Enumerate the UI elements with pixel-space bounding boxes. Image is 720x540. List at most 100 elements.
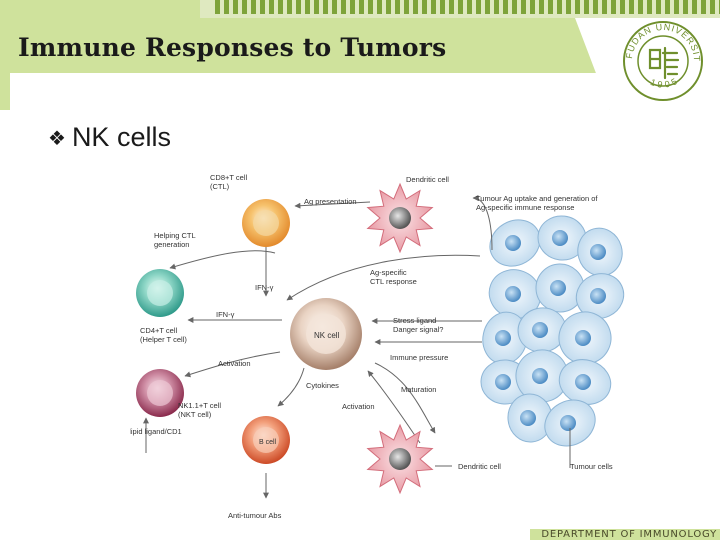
diagram-label-line: Glycolipid ligand/CD1 [130,427,182,436]
header-stripe [440,0,445,14]
header-stripe [611,0,616,14]
label-cd8-t-cell: CD8+T cell(CTL) [210,173,248,191]
diagram-label-line: (Helper T cell) [140,335,187,344]
label-ifn-top: IFN-γ [255,283,274,292]
label-activation-left: Activation [218,359,251,368]
svg-text:FUDAN UNIVERSITY: FUDAN UNIVERSITY [622,20,702,63]
header-stripe [314,0,319,14]
dendritic-cell-top [366,182,434,254]
label-ag-presentation: Ag presentation [304,197,357,206]
label-b-cell: B cell [259,439,277,446]
label-nkt-cell: NK1.1+T cell(NKT cell) [178,401,221,419]
footer-department: DEPARTMENT OF IMMUNOLOGY [541,529,717,540]
tumour-cell [544,399,596,447]
diagram-label-line: Danger signal? [393,325,443,334]
header-stripe [377,0,382,14]
label-tumour-cells: Tumour cells [570,462,613,471]
tumour-cell [535,263,585,313]
header-stripe [548,0,553,14]
header-stripe [458,0,463,14]
diagram-label-line: Ag-specific [370,268,407,277]
header-stripe [449,0,454,14]
tumour-cell [558,359,612,405]
header-stripe [368,0,373,14]
label-immune-pressure: Immune pressure [390,353,448,362]
tumour-cell [517,307,567,353]
slide-title: Immune Responses to Tumors [18,33,447,62]
header-stripe [647,0,652,14]
header-stripe [305,0,310,14]
bullet-item: ❖ NK cells [48,122,171,153]
header-stripe [296,0,301,14]
header-stripe [422,0,427,14]
label-anti-tumour-abs: Anti-tumour Abs [228,511,282,520]
header-stripe [710,0,715,14]
header-stripe [575,0,580,14]
diagram-label-line: generation [154,240,189,249]
bullet-text: NK cells [71,122,171,152]
header-stripe [431,0,436,14]
logo-university-text: FUDAN UNIVERSITY [622,20,701,63]
cd8-t-cell [242,199,290,247]
header-stripe [602,0,607,14]
header-stripe [260,0,265,14]
diagram-label-line: (NKT cell) [178,410,212,419]
diagram-label-line: Ag-specific immune response [476,203,574,212]
nkt-cell [136,369,184,417]
header-stripe [638,0,643,14]
header-stripe [332,0,337,14]
header-stripe [656,0,661,14]
label-ifn-mid: IFN-γ [216,310,235,319]
header-stripe [683,0,688,14]
header-stripe [557,0,562,14]
diagram-label-line: (CTL) [210,182,230,191]
b-cell [242,416,290,464]
header-stripe [566,0,571,14]
diagram-label-line: NK1.1+T cell [178,401,221,410]
header-stripe [404,0,409,14]
tumour-cell [488,269,542,319]
header-stripe [494,0,499,14]
tumour-cell [575,273,625,319]
header-stripe [701,0,706,14]
logo-year-text: 1905 [649,75,678,90]
nk-cell-diagram: CD8+T cell(CTL) Dendritic cell Tumour Ag… [130,173,625,520]
diagram-label-line: CTL response [370,277,417,286]
header-stripe [224,0,229,14]
label-maturation: Maturation [401,385,436,394]
header-stripe [242,0,247,14]
label-nk-cell: NK cell [314,331,340,340]
tumour-cell [489,219,541,267]
header-stripe [350,0,355,14]
tumour-cell [537,215,587,261]
header-stripe [584,0,589,14]
dendritic-cell-bottom [366,423,434,495]
diamond-bullet-icon: ❖ [48,125,66,150]
header-stripe [467,0,472,14]
tumour-cell [577,227,623,277]
label-dendritic-cell-top: Dendritic cell [406,175,449,184]
diagram-label-line: Stress ligand [393,316,436,325]
label-glycolipid: Glycolipid ligand/CD1IL-12 [130,427,182,445]
header-stripe [593,0,598,14]
header-stripes [215,0,720,14]
header-stripe [665,0,670,14]
tumour-cell-cluster [480,215,625,447]
label-cd4-t-cell: CD4+T cell(Helper T cell) [140,326,187,344]
svg-text:1905: 1905 [649,75,681,90]
diagram-label-line: Tumour Ag uptake and generation of [476,194,598,203]
diagram-label-line: Helping CTL [154,231,196,240]
diagram-label-line: CD4+T cell [140,326,178,335]
label-activation-right: Activation [342,402,375,411]
tumour-cell [507,393,553,443]
header-stripe [215,0,220,14]
diagram-arrows [143,195,571,499]
header-stripe [692,0,697,14]
header-stripe [386,0,391,14]
header-stripe [485,0,490,14]
tumour-cell [558,311,612,365]
